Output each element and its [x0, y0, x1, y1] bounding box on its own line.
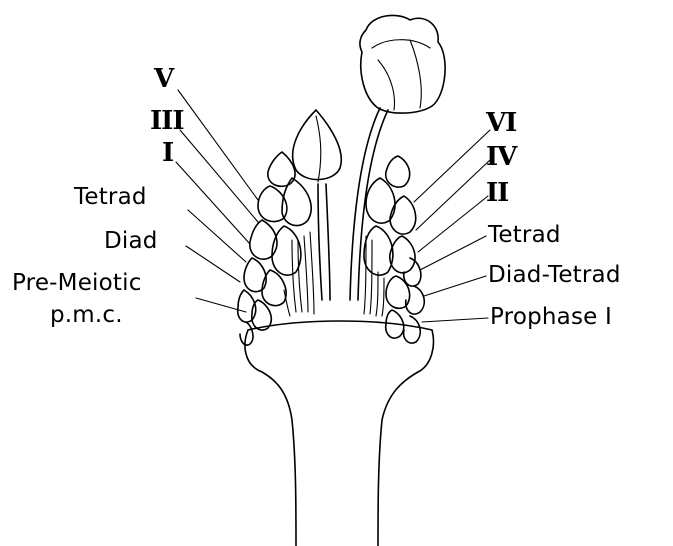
label-pmc: p.m.c. — [50, 304, 123, 327]
tall-bud — [293, 110, 342, 300]
stem-outline — [245, 321, 434, 546]
left-leader-lines — [176, 90, 258, 312]
label-diad-tetrad: Diad-Tetrad — [488, 264, 621, 287]
label-tetrad-right: Tetrad — [488, 224, 561, 247]
right-bud-cluster — [364, 156, 424, 343]
label-tetrad-left: Tetrad — [74, 186, 147, 209]
label-stage-i: I — [162, 140, 173, 166]
right-leader-lines — [414, 130, 490, 322]
label-stage-v: V — [154, 66, 173, 92]
label-stage-iii: III — [150, 108, 184, 134]
label-stage-vi: VI — [486, 110, 516, 136]
label-pre-meiotic: Pre-Meiotic — [12, 272, 142, 295]
label-stage-iv: IV — [486, 144, 516, 170]
label-diad: Diad — [104, 230, 158, 253]
label-stage-ii: II — [486, 180, 508, 206]
label-prophase-i: Prophase I — [490, 306, 612, 329]
left-bud-cluster — [238, 152, 314, 345]
